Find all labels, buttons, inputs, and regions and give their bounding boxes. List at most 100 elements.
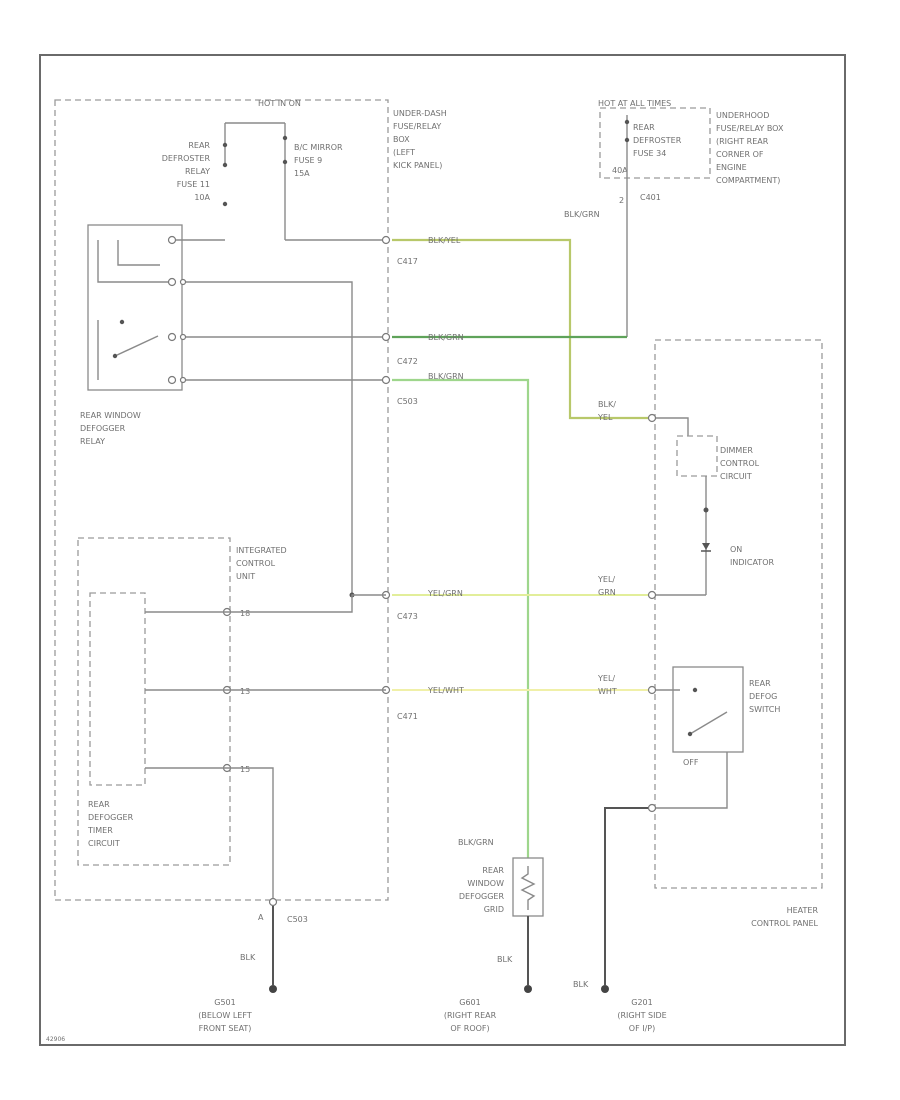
svg-text:CONTROL: CONTROL bbox=[236, 559, 276, 568]
svg-text:FRONT SEAT): FRONT SEAT) bbox=[199, 1024, 252, 1033]
connector-c473-label: C473 bbox=[397, 612, 418, 621]
connector-c401-label: C401 bbox=[640, 193, 661, 202]
svg-text:CIRCUIT: CIRCUIT bbox=[88, 839, 120, 848]
svg-text:CONTROL PANEL: CONTROL PANEL bbox=[751, 919, 818, 928]
integrated-control-unit bbox=[77, 537, 231, 866]
grid-resistor-icon bbox=[520, 866, 536, 910]
svg-text:CONTROL: CONTROL bbox=[720, 459, 760, 468]
underhood-fuse-box-outline bbox=[599, 107, 711, 179]
underhood-box-label: UNDERHOOD FUSE/RELAY BOX (RIGHT REAR COR… bbox=[716, 111, 784, 185]
svg-text:15A: 15A bbox=[294, 169, 310, 178]
svg-text:(RIGHT REAR: (RIGHT REAR bbox=[444, 1011, 497, 1020]
svg-text:FUSE 11: FUSE 11 bbox=[177, 180, 210, 189]
svg-text:OF ROOF): OF ROOF) bbox=[450, 1024, 489, 1033]
svg-text:REAR: REAR bbox=[88, 800, 110, 809]
relay-terminals bbox=[167, 235, 187, 385]
svg-text:FUSE/RELAY: FUSE/RELAY bbox=[393, 122, 441, 131]
wire-blk-grn-top-label: BLK/GRN bbox=[564, 210, 600, 219]
fuse-9-label: B/C MIRROR FUSE 9 15A bbox=[294, 143, 343, 178]
connector-c471-label: C471 bbox=[397, 712, 418, 721]
fuse-11-label: REAR DEFROSTER RELAY FUSE 11 10A bbox=[162, 141, 211, 202]
svg-text:UNDER-DASH: UNDER-DASH bbox=[393, 109, 447, 118]
fuse-9-icon bbox=[282, 123, 288, 240]
relay-coil-icon bbox=[97, 240, 170, 283]
icu-to-relay-wire bbox=[145, 594, 386, 613]
wire-yel-grn-label: YEL/GRN bbox=[427, 589, 463, 598]
svg-text:YEL/: YEL/ bbox=[597, 674, 615, 683]
pin-2-label: 2 bbox=[619, 196, 624, 205]
svg-text:KICK PANEL): KICK PANEL) bbox=[393, 161, 442, 170]
svg-text:DEFOG: DEFOG bbox=[749, 692, 777, 701]
svg-text:BLK/: BLK/ bbox=[598, 400, 616, 409]
svg-text:RELAY: RELAY bbox=[80, 437, 105, 446]
icu-pin-15: 15 bbox=[240, 765, 250, 774]
svg-text:(LEFT: (LEFT bbox=[393, 148, 415, 157]
svg-text:G501: G501 bbox=[214, 998, 235, 1007]
svg-text:CORNER OF: CORNER OF bbox=[716, 150, 764, 159]
icu-pin-13: 13 bbox=[240, 687, 250, 696]
svg-text:REAR WINDOW: REAR WINDOW bbox=[80, 411, 141, 420]
rear-defog-switch-icon bbox=[687, 687, 728, 737]
svg-text:UNDERHOOD: UNDERHOOD bbox=[716, 111, 769, 120]
fuse-34-icon bbox=[624, 115, 630, 178]
svg-text:B/C MIRROR: B/C MIRROR bbox=[294, 143, 343, 152]
svg-text:(BELOW LEFT: (BELOW LEFT bbox=[198, 1011, 252, 1020]
svg-text:BOX: BOX bbox=[393, 135, 410, 144]
underdash-box-label: UNDER-DASH FUSE/RELAY BOX (LEFT KICK PAN… bbox=[393, 109, 447, 170]
switch-ground-wire bbox=[656, 752, 728, 809]
svg-text:DIMMER: DIMMER bbox=[720, 446, 753, 455]
ground-connector-terminal bbox=[268, 897, 278, 907]
ground-g501-label: G501 (BELOW LEFT FRONT SEAT) bbox=[198, 998, 252, 1033]
svg-text:DEFOGGER: DEFOGGER bbox=[80, 424, 126, 433]
grid-blk-grn-label: BLK/GRN bbox=[458, 838, 494, 847]
heater-terminal-3 bbox=[647, 685, 657, 695]
svg-text:FUSE/RELAY BOX: FUSE/RELAY BOX bbox=[716, 124, 784, 133]
heater-terminal-1 bbox=[647, 413, 657, 423]
relay-to-icu-wire bbox=[186, 281, 353, 595]
wire-blk-yel-label: BLK/YEL bbox=[428, 236, 461, 245]
hot-at-all-times-label: HOT AT ALL TIMES bbox=[598, 99, 671, 108]
rear-defog-switch-label: REAR DEFOG SWITCH bbox=[749, 679, 780, 714]
connector-c503-label: C503 bbox=[397, 397, 418, 406]
svg-text:UNIT: UNIT bbox=[236, 572, 255, 581]
integrated-unit-label: INTEGRATED CONTROL UNIT bbox=[236, 546, 287, 581]
svg-text:DEFROSTER: DEFROSTER bbox=[633, 136, 682, 145]
fuse-34-label: REAR DEFROSTER FUSE 34 40A bbox=[612, 123, 682, 175]
svg-text:DEFOGGER: DEFOGGER bbox=[459, 892, 505, 901]
svg-text:G601: G601 bbox=[459, 998, 480, 1007]
dimmer-control-box bbox=[676, 435, 718, 477]
svg-text:RELAY: RELAY bbox=[185, 167, 210, 176]
wire-blk-label-3: BLK bbox=[573, 980, 589, 989]
svg-text:40A: 40A bbox=[612, 166, 628, 175]
defogger-relay-box bbox=[87, 224, 183, 391]
heater-terminal-2 bbox=[647, 590, 657, 600]
underdash-fuse-relay-box bbox=[54, 99, 389, 901]
rear-defog-switch-box bbox=[672, 666, 744, 753]
dimmer-circuit-label: DIMMER CONTROL CIRCUIT bbox=[720, 446, 760, 481]
hot-run-label: HOT IN ON bbox=[258, 99, 301, 108]
svg-text:OF I/P): OF I/P) bbox=[629, 1024, 655, 1033]
svg-text:GRID: GRID bbox=[484, 905, 504, 914]
svg-text:YEL: YEL bbox=[597, 413, 613, 422]
connector-terminals bbox=[381, 235, 391, 695]
svg-text:CIRCUIT: CIRCUIT bbox=[720, 472, 752, 481]
ground-g201-icon bbox=[601, 985, 609, 993]
ground-g601-icon bbox=[524, 985, 532, 993]
relay-switch-icon bbox=[97, 319, 159, 380]
ground-g201-label: G201 (RIGHT SIDE OF I/P) bbox=[617, 998, 666, 1033]
grid-label: REAR WINDOW DEFOGGER GRID bbox=[459, 866, 505, 914]
icu-ground-wire bbox=[145, 767, 274, 900]
svg-text:COMPARTMENT): COMPARTMENT) bbox=[716, 176, 780, 185]
heater-blk-yel-label: BLK/ YEL bbox=[597, 400, 616, 422]
fuse-11-icon bbox=[222, 123, 228, 207]
wire-blk-grn-grid bbox=[392, 378, 530, 858]
svg-text:REAR: REAR bbox=[749, 679, 771, 688]
svg-text:SWITCH: SWITCH bbox=[749, 705, 780, 714]
svg-text:YEL/: YEL/ bbox=[597, 575, 615, 584]
wire-blk-grn-label-2: BLK/GRN bbox=[428, 372, 464, 381]
svg-text:WINDOW: WINDOW bbox=[467, 879, 504, 888]
svg-text:INTEGRATED: INTEGRATED bbox=[236, 546, 287, 555]
timer-circuit-box bbox=[89, 592, 146, 786]
svg-text:REAR: REAR bbox=[633, 123, 655, 132]
